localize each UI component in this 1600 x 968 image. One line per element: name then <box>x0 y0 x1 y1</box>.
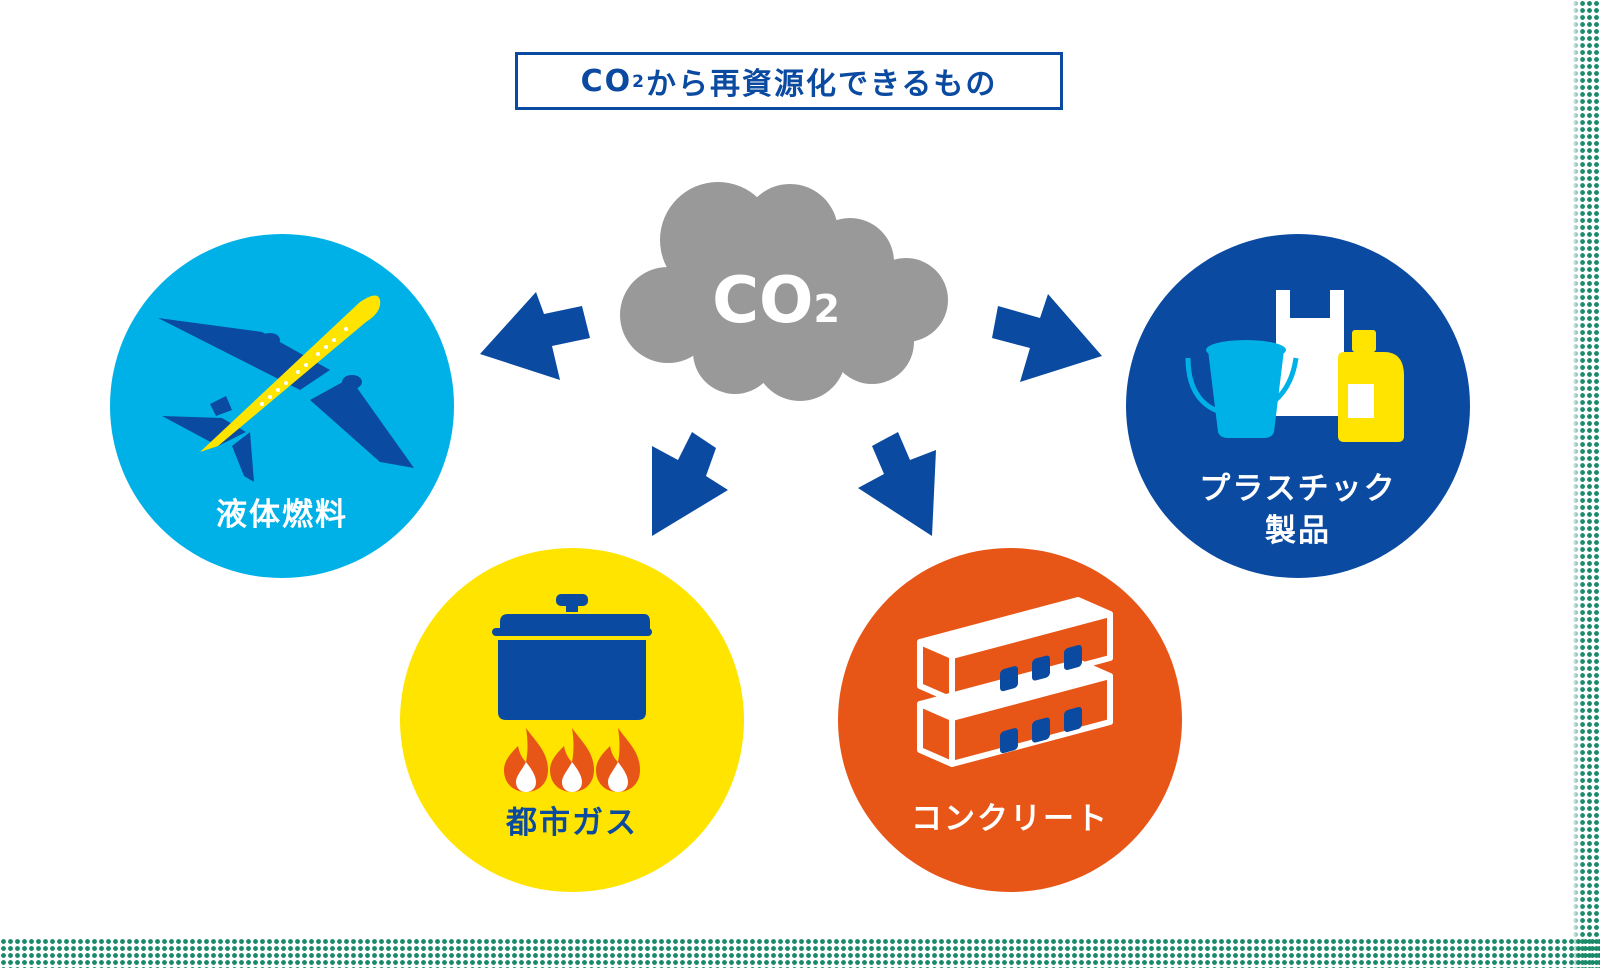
plastic-node <box>1126 234 1470 578</box>
concrete-node <box>838 548 1182 892</box>
cloud-co-text: CO2 <box>712 264 840 338</box>
cloud-subscript: 2 <box>813 287 839 331</box>
arrow-to-plastic <box>992 294 1102 382</box>
plastic-label-line1: プラスチック <box>1199 471 1397 507</box>
airplane-icon <box>158 295 414 482</box>
pot-on-stove-icon <box>492 594 652 720</box>
cloud-co: CO <box>712 264 813 338</box>
bucket-icon <box>1185 340 1299 438</box>
city-gas-label: 都市ガス <box>506 805 638 841</box>
co2-cloud: CO2 <box>620 182 948 401</box>
arrow-to-city-gas <box>652 432 728 536</box>
liquid-fuel-label: 液体燃料 <box>216 497 348 533</box>
concrete-holes <box>1000 645 1082 754</box>
dotted-border-bottom <box>0 938 1600 968</box>
city-gas-node <box>400 548 744 892</box>
concrete-label: コンクリート <box>911 801 1109 837</box>
concrete-block-icon <box>917 597 1113 767</box>
arrow-to-concrete <box>858 432 936 536</box>
dotted-border-right <box>1572 0 1600 968</box>
title-subscript: 2 <box>632 72 646 92</box>
detergent-bottle-icon <box>1338 330 1404 442</box>
title-rest: から再資源化できるもの <box>645 67 998 102</box>
plastic-bag-icon <box>1276 290 1344 416</box>
flame-icons <box>504 728 640 792</box>
title-co: CO <box>580 63 633 99</box>
plastic-label-line2: 製品 <box>1265 513 1331 549</box>
arrow-to-liquid-fuel <box>480 292 590 380</box>
liquid-fuel-node <box>110 234 454 578</box>
